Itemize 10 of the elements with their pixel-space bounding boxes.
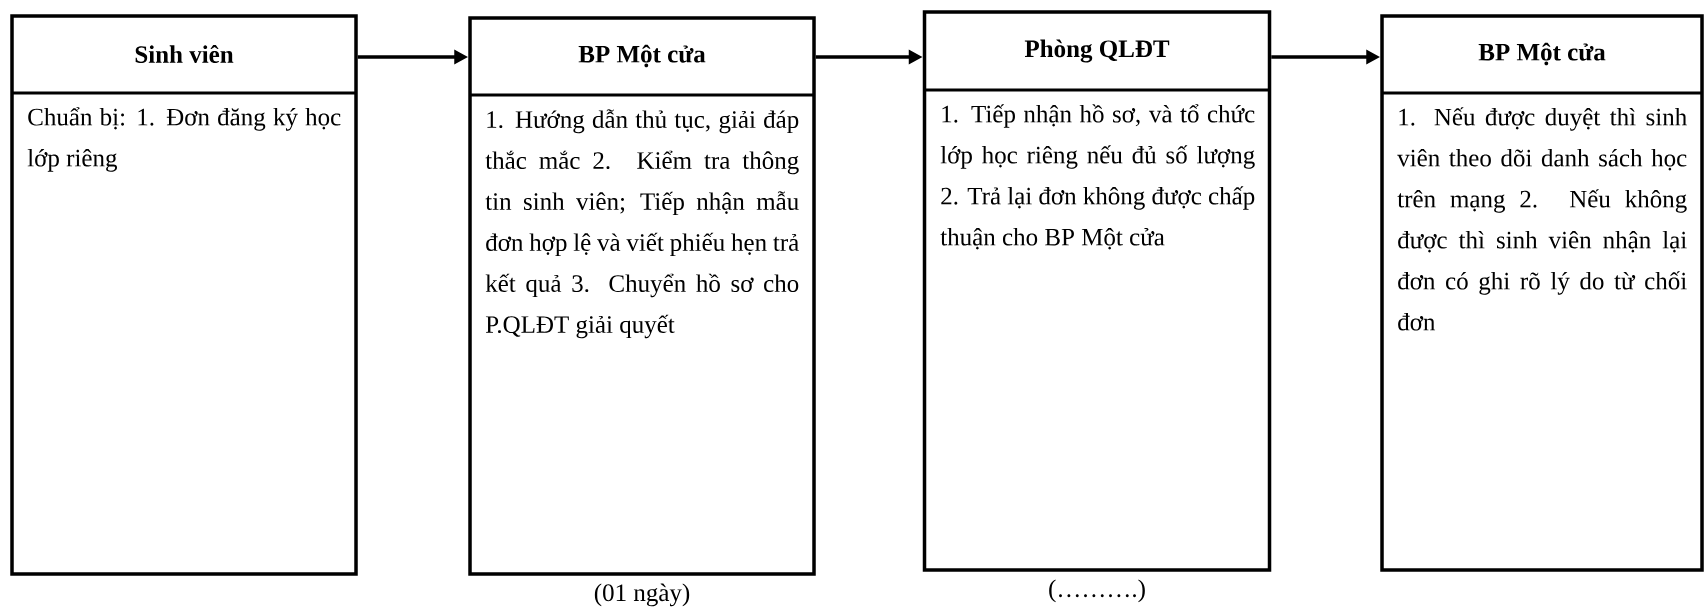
duration-label: (01 ngày) xyxy=(594,583,690,607)
column-heading: Sinh viên xyxy=(135,45,234,63)
column-heading: BP Một cửa xyxy=(1478,42,1606,66)
step-list: 1. Nếu được duyệt thì sinh viên theo dõi danh sách học trên mạng 2. Nếu không được thì sinh viên nhận lại đơn có ghi rõ lý do từ chối đơn xyxy=(1397,107,1687,331)
step-list: Chuẩn bị: 1. Đơn đăng ký học lớp riêng xyxy=(27,107,341,172)
column-heading: Phòng QLĐT xyxy=(1024,39,1170,63)
step-list: 1. Tiếp nhận hồ sơ, và tổ chức lớp học riêng nếu đủ số lượng 2. Trả lại đơn không được chấp thuận cho BP Một cửa xyxy=(940,104,1255,250)
duration-label: (……….) xyxy=(1049,579,1145,603)
column-heading: BP Một cửa xyxy=(578,44,706,68)
step-list: 1. Hướng dẫn thủ tục, giải đáp thắc mắc 2. Kiểm tra thông tin sinh viên; Tiếp nhận mẫu đơn hợp lệ và viết phiếu hẹn trả kết quả 3. Chuyển hồ sơ cho P.QLĐT giải quyết xyxy=(485,109,799,339)
